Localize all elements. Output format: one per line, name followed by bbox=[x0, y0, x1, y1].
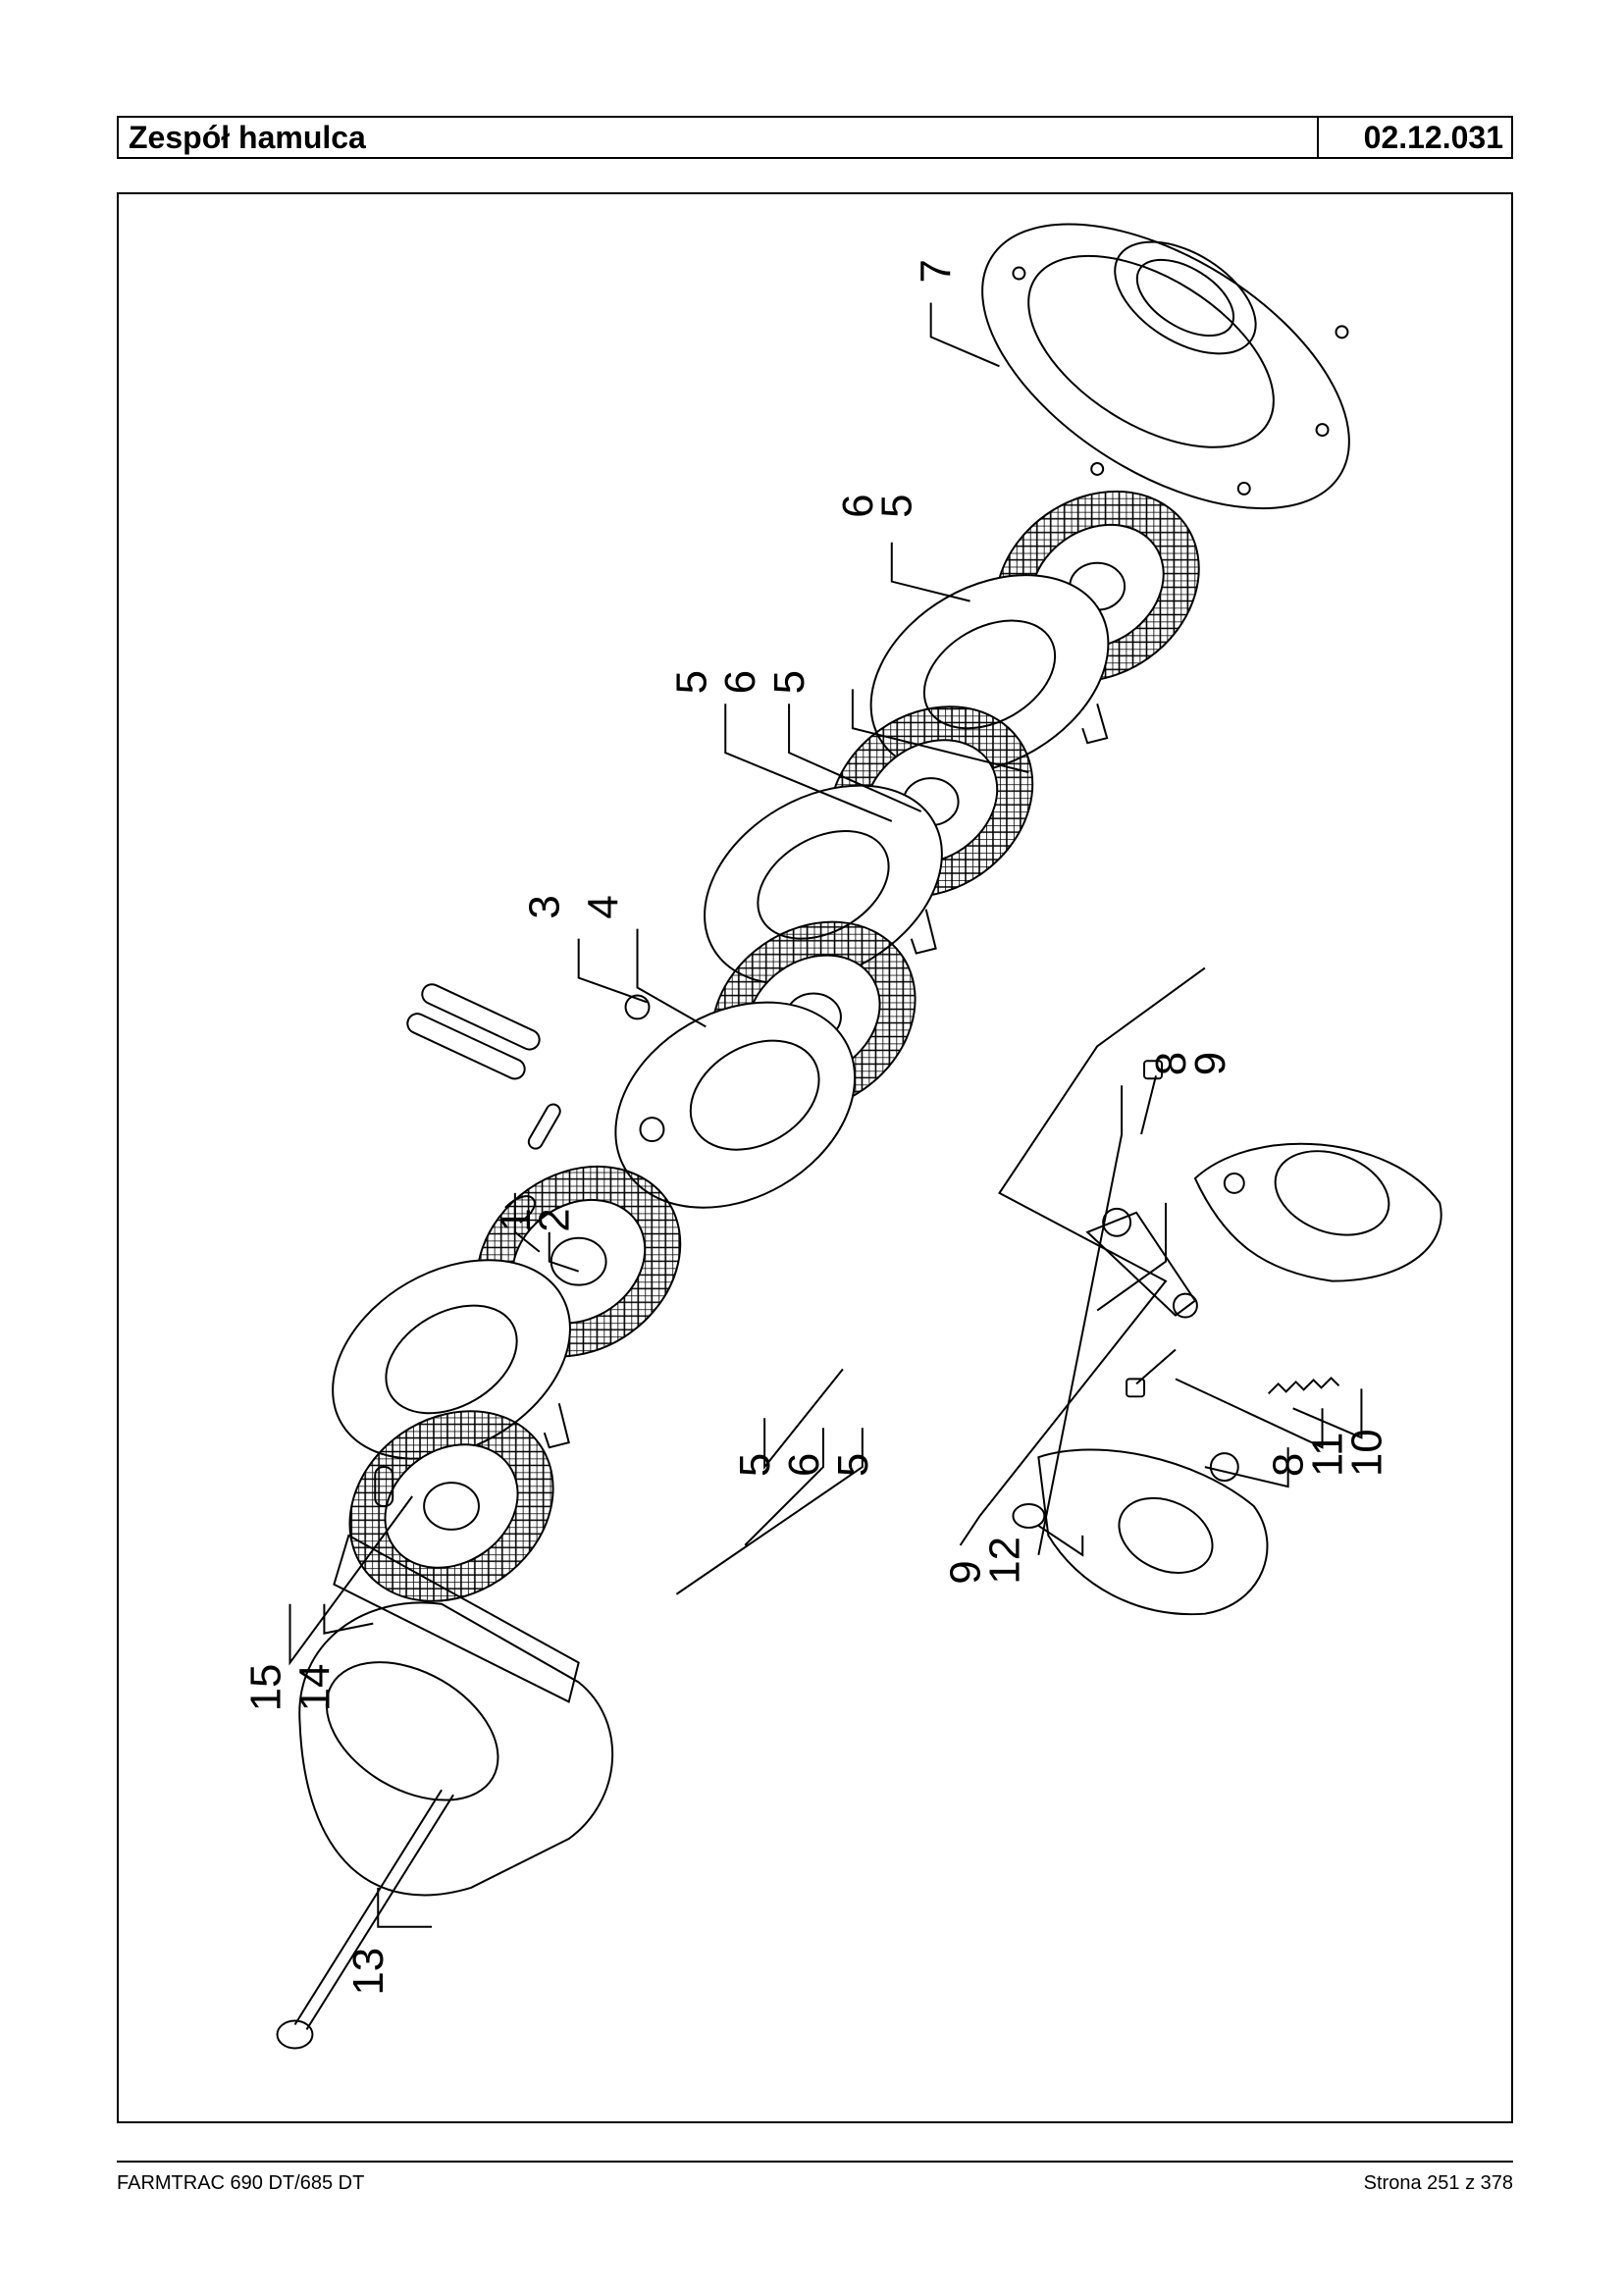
bolt-8b bbox=[1126, 1348, 1177, 1398]
callout-9b: 9 bbox=[942, 1560, 990, 1584]
callout-11: 11 bbox=[1303, 1433, 1351, 1478]
exploded-brake-diagram: 7 6 5 5 6 5 3 4 1 2 8 9 5 6 5 8 11 10 9 … bbox=[242, 223, 1442, 2050]
callout-5b: 5 bbox=[667, 670, 715, 694]
long-bolt bbox=[276, 1789, 454, 2050]
callout-labels: 7 6 5 5 6 5 3 4 1 2 8 9 5 6 5 8 11 10 9 … bbox=[242, 259, 1391, 1995]
callout-8b: 8 bbox=[1265, 1453, 1313, 1477]
callout-10: 10 bbox=[1342, 1429, 1390, 1477]
callout-6a: 6 bbox=[834, 494, 882, 517]
callout-2: 2 bbox=[531, 1208, 579, 1231]
operating-cover bbox=[1193, 1142, 1442, 1282]
operating-lever bbox=[1085, 1207, 1198, 1319]
callout-5c: 5 bbox=[765, 670, 813, 694]
callout-4: 4 bbox=[580, 895, 628, 918]
nut bbox=[1012, 1503, 1046, 1529]
brake-housing bbox=[298, 1534, 614, 1897]
page-title: Zespół hamulca bbox=[119, 118, 1319, 157]
footer-rule bbox=[117, 2161, 1513, 2163]
actuator-assembly bbox=[406, 983, 857, 1209]
page-header: Zespół hamulca 02.12.031 bbox=[117, 116, 1513, 159]
callout-6c: 6 bbox=[780, 1453, 828, 1477]
housing-cover bbox=[981, 223, 1350, 510]
mounting-plate bbox=[1037, 1448, 1269, 1616]
callout-7: 7 bbox=[913, 259, 961, 283]
dowel bbox=[374, 1466, 394, 1507]
callout-15: 15 bbox=[242, 1664, 290, 1712]
footer-model: FARMTRAC 690 DT/685 DT bbox=[117, 2172, 365, 2194]
callout-14: 14 bbox=[290, 1664, 339, 1712]
callout-13: 13 bbox=[344, 1948, 393, 1996]
callout-6b: 6 bbox=[716, 670, 764, 694]
callout-9a: 9 bbox=[1186, 1052, 1234, 1075]
friction-disc-5 bbox=[348, 1410, 554, 1602]
callout-5d: 5 bbox=[731, 1453, 779, 1477]
callout-5e: 5 bbox=[829, 1453, 877, 1477]
diagram-frame: 7 6 5 5 6 5 3 4 1 2 8 9 5 6 5 8 11 10 9 … bbox=[117, 192, 1513, 2123]
bolt-8a bbox=[1140, 1060, 1164, 1135]
group-separator bbox=[959, 966, 1206, 1546]
callout-8a: 8 bbox=[1147, 1052, 1195, 1075]
footer-page-number: Strona 251 z 378 bbox=[1363, 2172, 1513, 2194]
callout-5a: 5 bbox=[873, 494, 921, 517]
spring bbox=[1267, 1376, 1340, 1395]
page-code: 02.12.031 bbox=[1363, 120, 1503, 155]
callout-3: 3 bbox=[521, 895, 569, 918]
callout-1: 1 bbox=[492, 1208, 540, 1231]
callout-12: 12 bbox=[980, 1537, 1028, 1585]
